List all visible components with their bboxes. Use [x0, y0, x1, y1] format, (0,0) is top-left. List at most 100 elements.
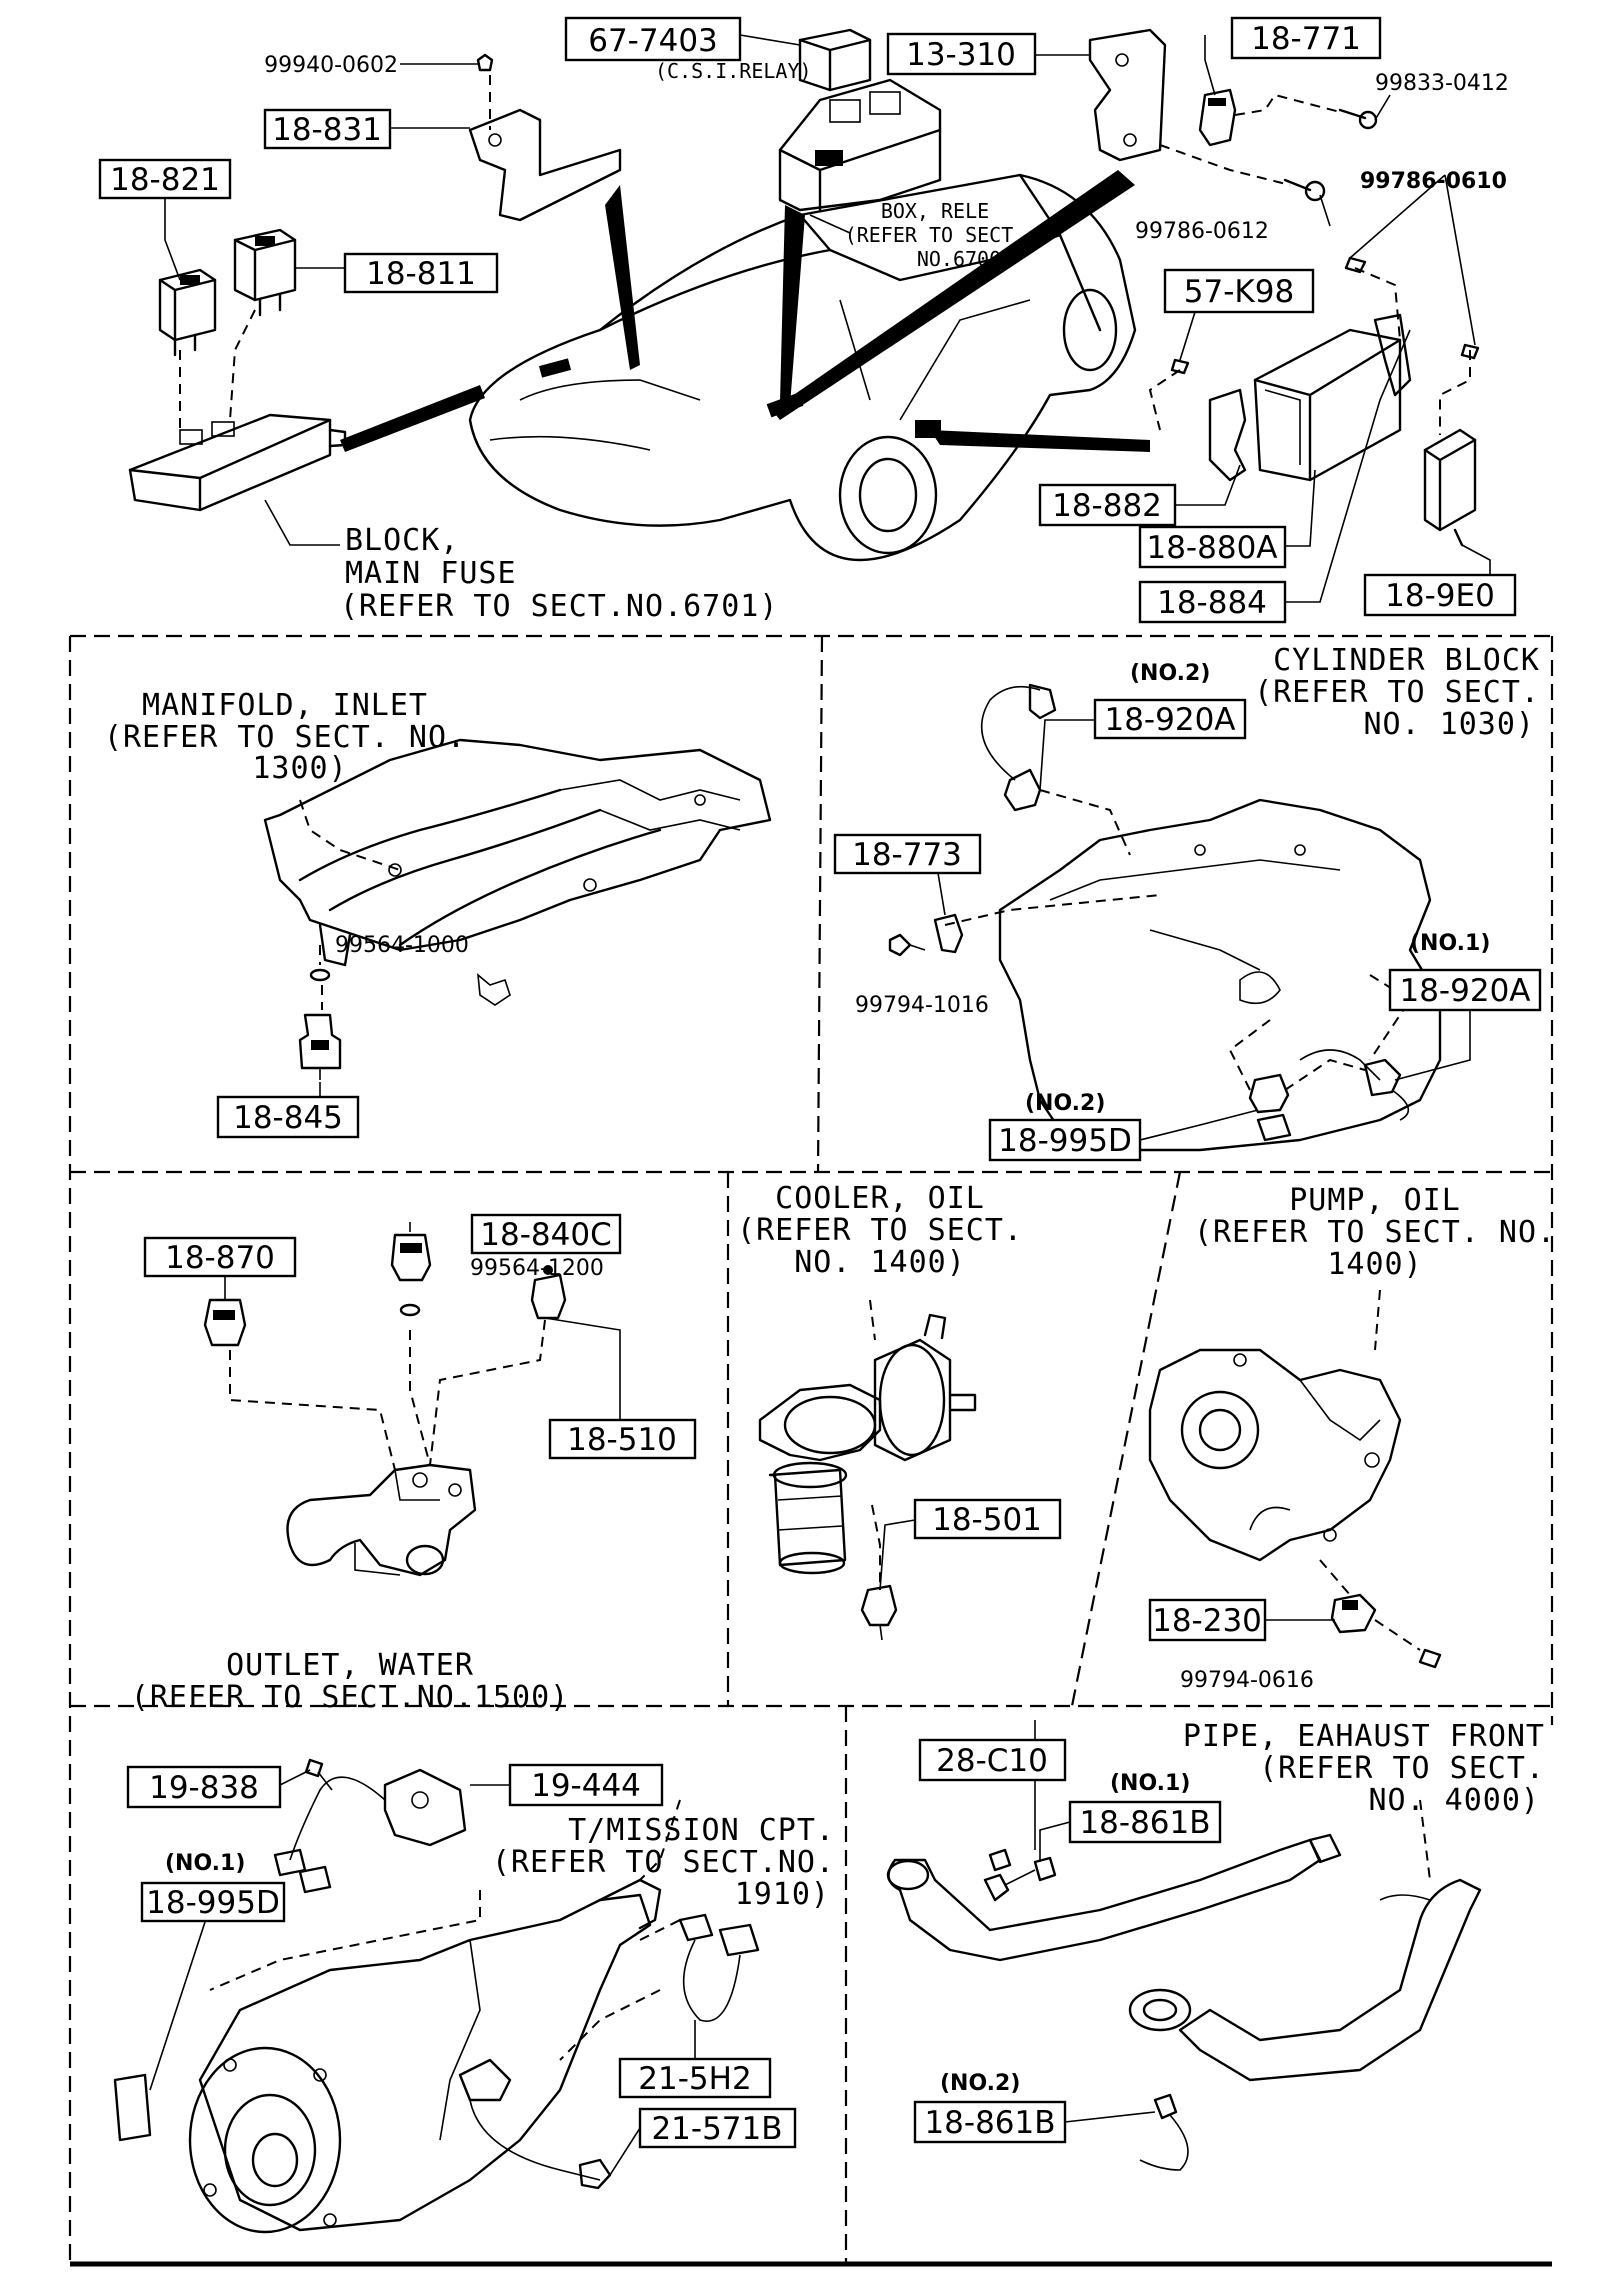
svg-text:BLOCK,: BLOCK, [345, 523, 459, 558]
svg-text:18-995D: 18-995D [146, 1885, 280, 1921]
relay-18-821 [158, 268, 217, 357]
label-box-18-861B-no2: 18-861B [913, 2100, 1067, 2144]
svg-text:18-995D: 18-995D [998, 1123, 1132, 1159]
oil-cooler [758, 1299, 977, 1590]
number-99786-0610: 99786-0610 [1360, 169, 1507, 194]
label-box-21-571B: 21-571B [638, 2107, 797, 2149]
note-main-fuse: BLOCK, MAIN FUSE (REFER TO SECT.NO.6701) [340, 523, 777, 624]
number-99794-1016: 99794-1016 [855, 993, 989, 1018]
dashed-leaders-tmission [209, 1799, 681, 2061]
connector-18-995D [1248, 1073, 1292, 1142]
svg-text:18-861B: 18-861B [1079, 1805, 1210, 1841]
svg-text:18-884: 18-884 [1157, 585, 1267, 621]
label-box-19-444: 19-444 [508, 1763, 664, 1807]
svg-text:67-7403: 67-7403 [588, 23, 718, 59]
tag-no2-knock-sensor: (NO.2) [1130, 661, 1210, 686]
sensor-18-510 [530, 1265, 567, 1320]
svg-text:(REFER TO SECT.NO.: (REFER TO SECT.NO. [492, 1845, 835, 1880]
svg-text:28-C10: 28-C10 [936, 1743, 1048, 1779]
label-box-13-310: 13-310 [886, 32, 1037, 76]
pointer-arrows [340, 170, 1150, 452]
leader-lines [149, 34, 1491, 2176]
reference-notes: BOX, RELE (REFER TO SECT. NO.6700) BLOCK… [104, 199, 1555, 1912]
label-box-18-880A: 18-880A [1138, 525, 1287, 569]
number-99786-0612: 99786-0612 [1135, 219, 1269, 244]
svg-text:18-501: 18-501 [932, 1502, 1042, 1538]
label-box-19-838: 19-838 [126, 1765, 282, 1809]
svg-text:18-845: 18-845 [233, 1100, 343, 1136]
svg-text:18-831: 18-831 [272, 112, 382, 148]
svg-text:BOX, RELE: BOX, RELE [881, 199, 989, 223]
bolt-19-838 [304, 1758, 333, 1791]
intake-manifold [263, 738, 772, 1010]
svg-text:(REFER TO SECT.: (REFER TO SECT. [737, 1213, 1023, 1248]
relay-18-811 [233, 228, 297, 317]
svg-text:18-811: 18-811 [366, 256, 476, 292]
note-oil-cooler: COOLER, OIL (REFER TO SECT. NO. 1400) [737, 1181, 1023, 1280]
note-water-outlet: OUTLET, WATER (REFER TO SECT.NO.1500) [131, 1648, 569, 1715]
label-box-18-884: 18-884 [1138, 580, 1287, 624]
svg-text:PUMP, OIL: PUMP, OIL [1289, 1183, 1461, 1218]
connector-21-5H2 [678, 1913, 760, 2022]
svg-text:18-880A: 18-880A [1146, 530, 1277, 566]
tag-no2-o2-sensor: (NO.2) [940, 2071, 1020, 2096]
svg-text:PIPE, EAHAUST FRONT: PIPE, EAHAUST FRONT [1183, 1719, 1545, 1754]
svg-text:18-882: 18-882 [1052, 488, 1162, 524]
label-box-18-995D: 18-995D [988, 1118, 1142, 1162]
svg-text:NO. 1030): NO. 1030) [1363, 707, 1535, 742]
label-box-18-501: 18-501 [913, 1498, 1062, 1540]
transmission [113, 1878, 662, 2234]
svg-text:18-821: 18-821 [110, 162, 220, 198]
dashed-leaders-top [179, 75, 1471, 435]
tag-no1-knock-sensor: (NO.1) [1410, 931, 1490, 956]
sensor-18-840C [390, 1233, 432, 1317]
label-box-18-771: 18-771 [1230, 16, 1382, 60]
svg-text:OUTLET, WATER: OUTLET, WATER [226, 1648, 474, 1683]
part-number-boxes: 67-7403 13-310 18-771 18-831 18-821 18-8… [98, 16, 1542, 2149]
svg-text:18-920A: 18-920A [1399, 973, 1530, 1009]
sensor-18-771 [1198, 88, 1237, 147]
label-box-28-C10: 28-C10 [918, 1738, 1067, 1782]
svg-text:57-K98: 57-K98 [1184, 274, 1294, 310]
o2-sensor-no2 [1139, 2093, 1189, 2171]
module-18-9E0 [1423, 428, 1477, 547]
svg-text:21-571B: 21-571B [651, 2111, 782, 2147]
svg-text:NO.6700): NO.6700) [917, 247, 1013, 271]
note-exhaust-pipe: PIPE, EAHAUST FRONT (REFER TO SECT. NO. … [1183, 1719, 1545, 1818]
label-box-18-230: 18-230 [1148, 1598, 1267, 1642]
label-box-21-5H2: 21-5H2 [618, 2057, 772, 2099]
sensor-21-571B [578, 2158, 612, 2190]
knock-sensor-no1 [1363, 1058, 1410, 1121]
svg-text:(REFER TO SECT.NO.1500): (REFER TO SECT.NO.1500) [131, 1680, 569, 1715]
svg-text:21-5H2: 21-5H2 [638, 2061, 751, 2097]
label-box-18-845: 18-845 [216, 1095, 360, 1139]
label-box-18-920A-no2: 18-920A [1093, 698, 1247, 740]
svg-text:18-773: 18-773 [852, 837, 962, 873]
sensor-18-230 [1319, 1559, 1442, 1669]
svg-text:18-870: 18-870 [165, 1240, 275, 1276]
svg-text:(REFER TO SECT.: (REFER TO SECT. [845, 223, 1026, 247]
label-box-18-870: 18-870 [143, 1236, 297, 1278]
svg-text:13-310: 13-310 [906, 37, 1016, 73]
exhaust-pipe [886, 1799, 1482, 2082]
label-box-18-821: 18-821 [98, 158, 232, 200]
sensor-18-845 [298, 1013, 342, 1080]
number-99564-1200: 99564-1200 [470, 1256, 604, 1281]
label-box-67-7403: 67-7403 [564, 16, 742, 62]
cylinder-block [998, 798, 1442, 1152]
note-manifold: MANIFOLD, INLET (REFER TO SECT. NO. 1300… [104, 688, 465, 786]
svg-text:19-838: 19-838 [149, 1770, 259, 1806]
sensor-18-501 [860, 1584, 898, 1641]
tag-no2-connector: (NO.2) [1025, 1091, 1105, 1116]
svg-text:1300): 1300) [252, 751, 347, 786]
tag-no1-o2-sensor: (NO.1) [1110, 1771, 1190, 1796]
number-99833-0412: 99833-0412 [1375, 71, 1509, 96]
o2-sensor-no1 [983, 1848, 1057, 1902]
svg-text:MANIFOLD, INLET: MANIFOLD, INLET [142, 688, 428, 723]
svg-text:(REFER TO SECT.: (REFER TO SECT. [1254, 675, 1540, 710]
svg-text:MAIN FUSE: MAIN FUSE [345, 556, 517, 591]
svg-text:19-444: 19-444 [531, 1768, 641, 1804]
svg-text:18-771: 18-771 [1251, 21, 1361, 57]
svg-text:18-510: 18-510 [567, 1422, 677, 1458]
